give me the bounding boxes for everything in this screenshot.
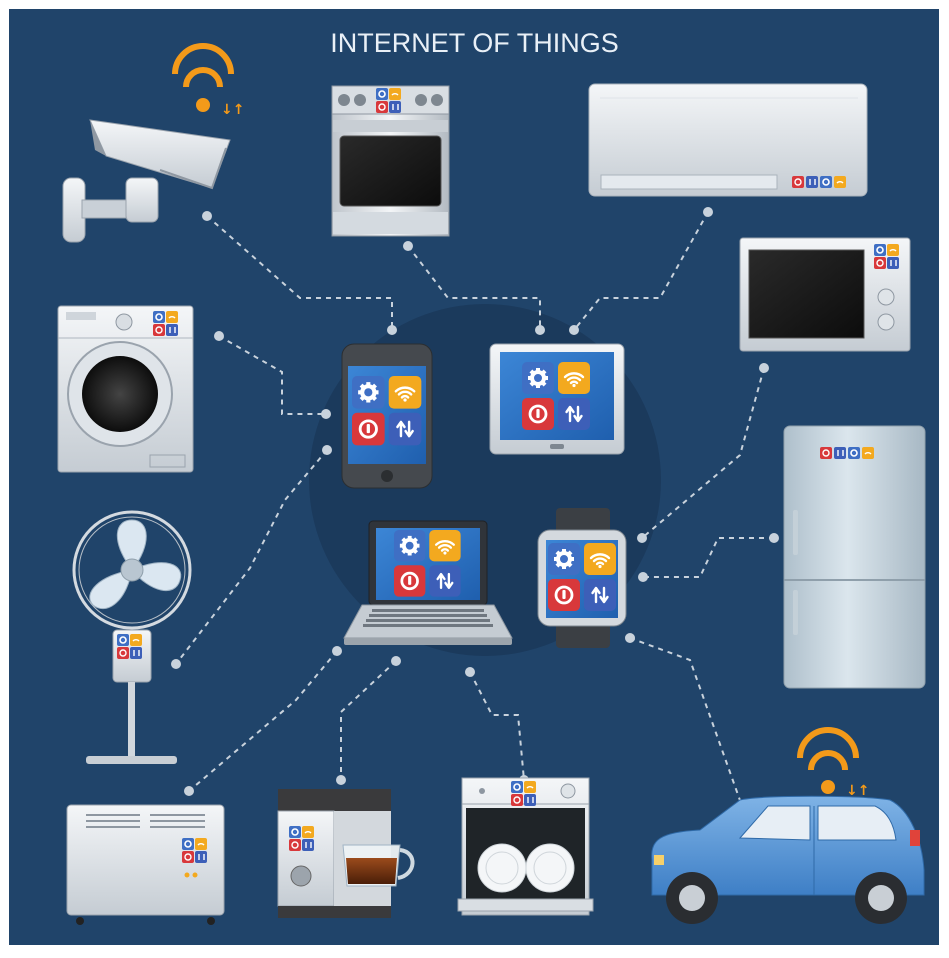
tablet [489,343,625,455]
connection-lines [175,211,774,807]
oven [331,85,450,237]
page-title: INTERNET OF THINGS [330,28,619,58]
car: ↓↑ [651,727,925,924]
connection-dots [171,207,779,811]
refrigerator [783,425,926,689]
car-wifi-icon [797,727,859,759]
air-conditioner [588,83,868,197]
svg-text:↓↑: ↓↑ [221,102,244,118]
svg-text:↓↑: ↓↑ [846,783,869,799]
coffee-machine [277,789,415,918]
microwave [739,237,911,352]
fan [72,510,192,764]
heater [66,804,225,925]
washing-machine [57,305,194,473]
smartphone [341,343,433,489]
dishwasher [457,777,594,916]
laptop [343,520,513,645]
security-camera: ↓↑ [62,43,244,243]
wifi-signal-icon [172,43,234,75]
smartwatch [537,508,627,648]
